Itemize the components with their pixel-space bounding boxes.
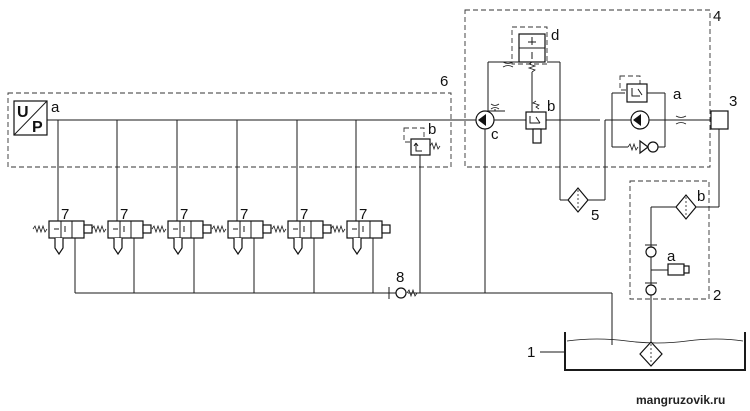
label-metering-d: d xyxy=(551,27,559,44)
feed-check-valves xyxy=(645,244,690,342)
label-filter: 5 xyxy=(591,207,599,224)
pump-module-outline xyxy=(464,9,711,168)
label-transfer-a: a xyxy=(673,86,682,103)
label-control-unit: 6 xyxy=(440,73,448,90)
feed-filter-b xyxy=(650,194,720,248)
control-unit-symbol: U P xyxy=(13,100,48,136)
label-feed-a: a xyxy=(667,248,676,265)
label-feed-module: 2 xyxy=(713,287,721,304)
pump-relief-valve-b xyxy=(525,100,547,144)
injector-row: 7 7 7 7 7 7 xyxy=(32,206,391,256)
high-pressure-pump-c xyxy=(475,110,600,293)
label-control-b: b xyxy=(428,121,436,138)
return-line xyxy=(74,251,613,345)
filter-5 xyxy=(559,120,606,213)
label-injector: 7 xyxy=(180,206,188,223)
svg-text:P: P xyxy=(32,119,43,136)
label-check-valve: 8 xyxy=(396,269,404,286)
sensor-3 xyxy=(710,110,729,199)
label-injector: 7 xyxy=(300,206,308,223)
transfer-pump-a xyxy=(605,75,710,155)
label-pump-module: 4 xyxy=(713,8,721,25)
label-control-a: a xyxy=(51,99,60,116)
label-pump-b: b xyxy=(547,98,555,115)
injector-feed-lines xyxy=(57,120,357,213)
injector xyxy=(91,213,152,256)
injector xyxy=(211,213,272,256)
feed-module-outline xyxy=(629,180,710,300)
label-injector: 7 xyxy=(120,206,128,223)
svg-text:U: U xyxy=(17,104,29,121)
check-valve-8 xyxy=(388,287,418,299)
label-tank: 1 xyxy=(527,344,535,361)
injector xyxy=(271,213,332,256)
label-pump-c: c xyxy=(491,126,499,143)
label-feed-b: b xyxy=(697,188,705,205)
fuel-tank xyxy=(540,332,746,371)
watermark: mangruzovik.ru xyxy=(636,393,725,407)
injector xyxy=(151,213,212,256)
label-injector: 7 xyxy=(359,206,367,223)
label-sensor: 3 xyxy=(729,93,737,110)
injector xyxy=(330,213,391,256)
control-unit-outline xyxy=(7,92,452,168)
label-injector: 7 xyxy=(61,206,69,223)
metering-valve-d xyxy=(511,26,548,120)
control-relief-valve xyxy=(403,127,441,293)
label-injector: 7 xyxy=(240,206,248,223)
